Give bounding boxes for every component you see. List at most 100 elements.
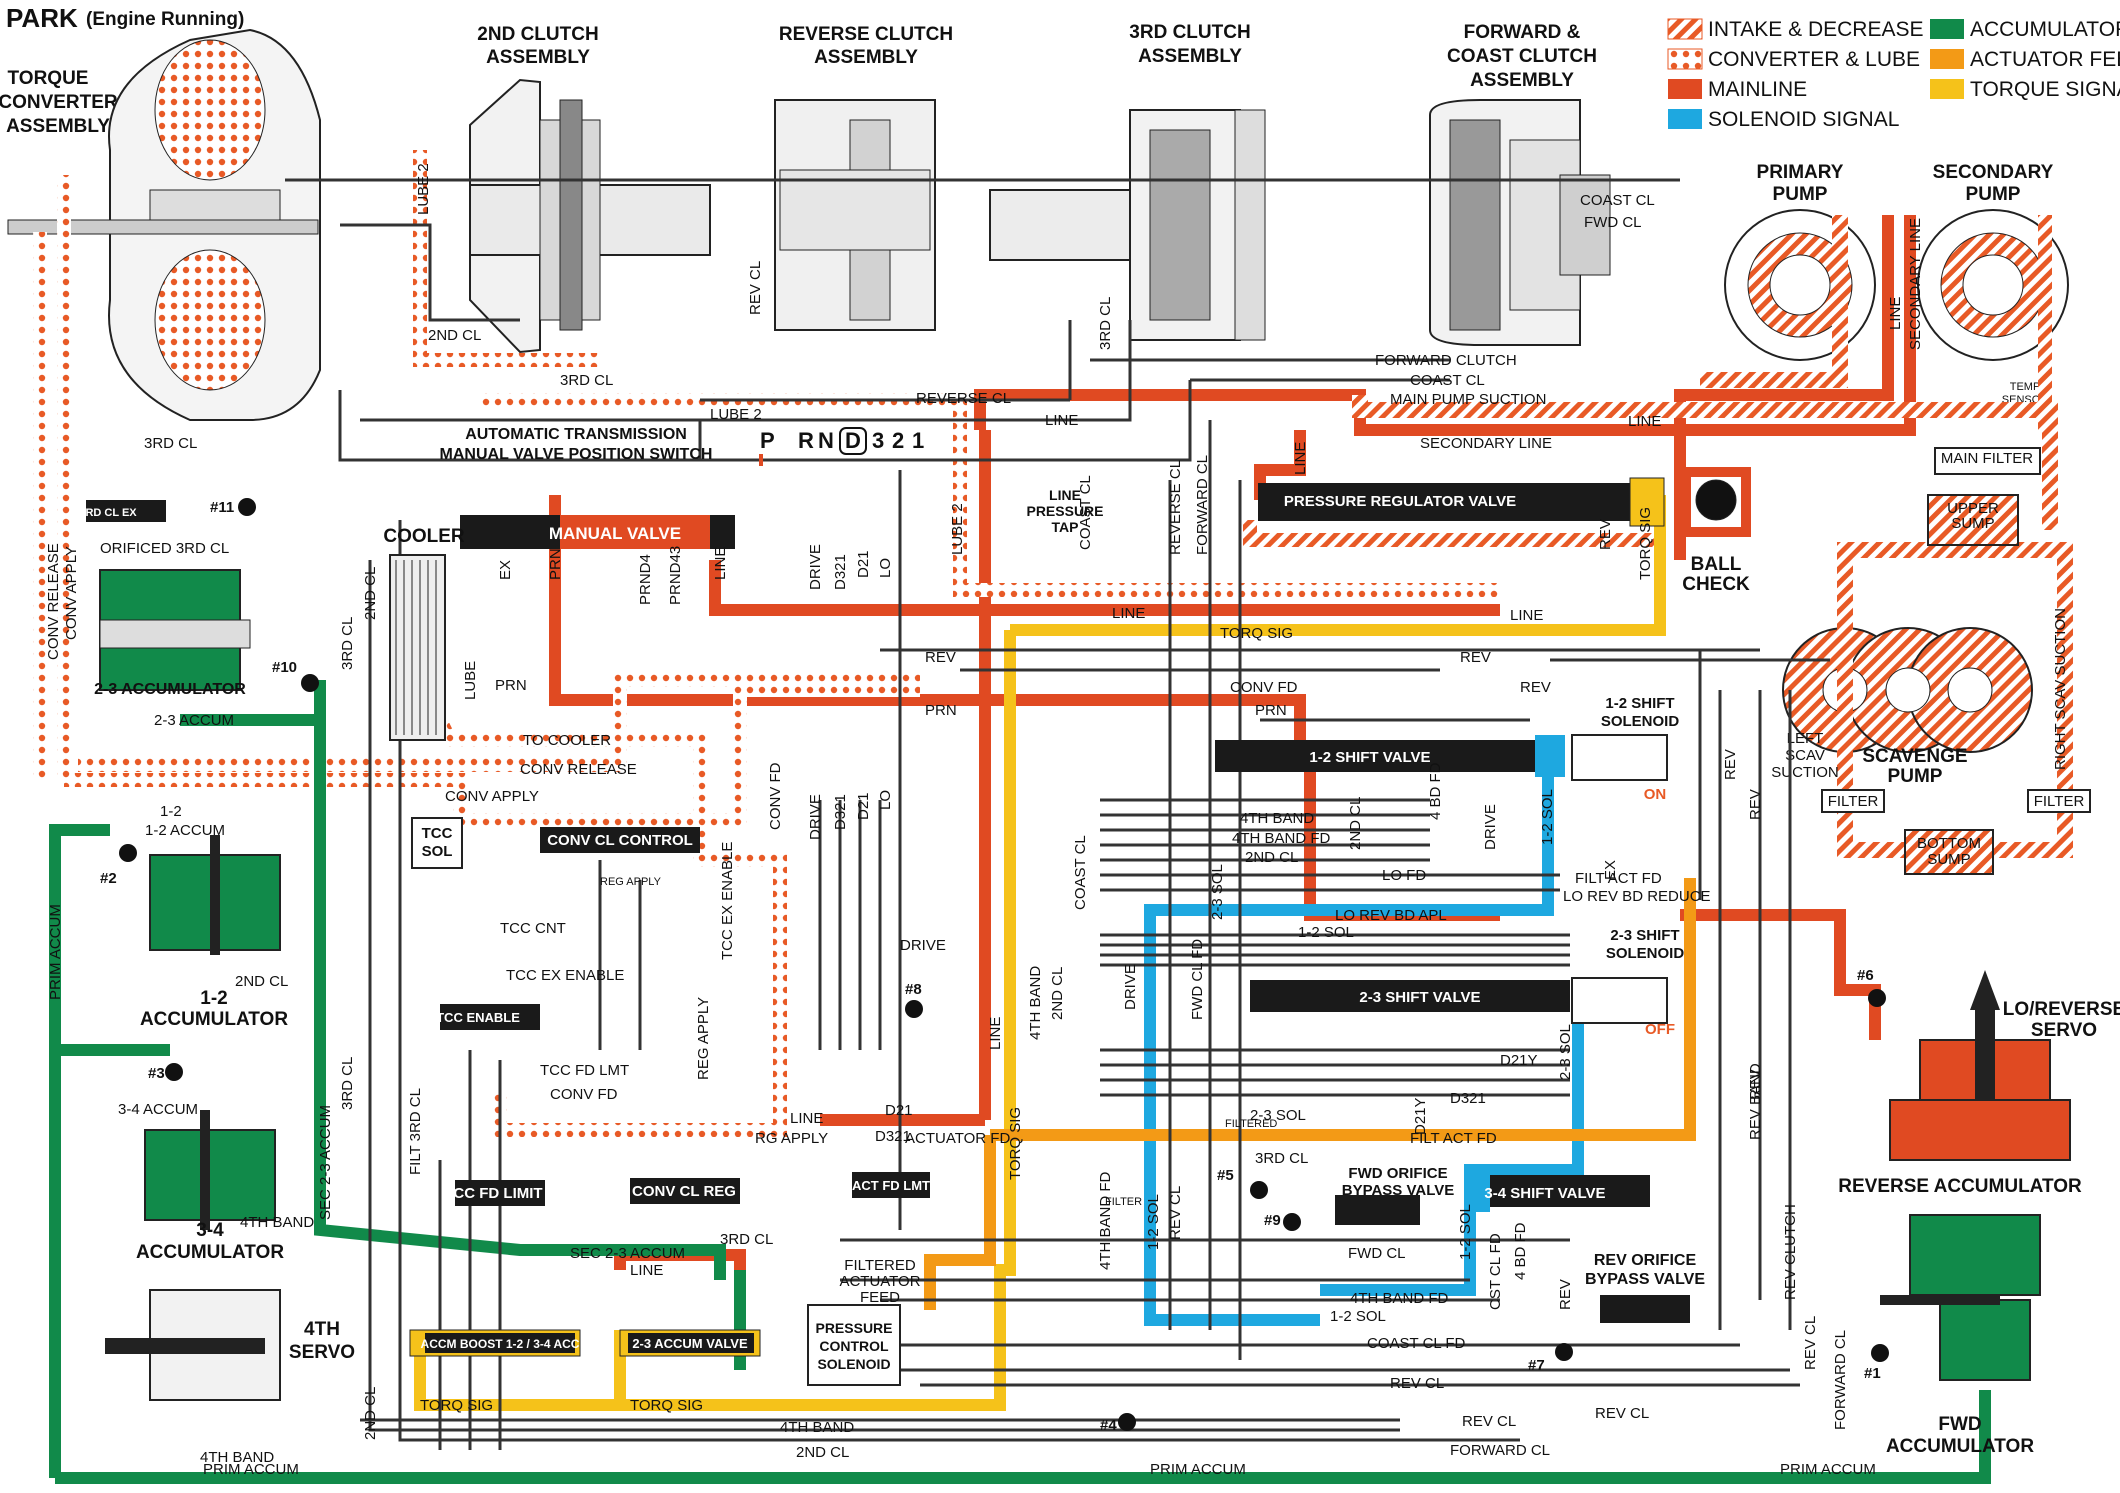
label-d21y-vert: D21Y — [1412, 1097, 1429, 1135]
shift23-label: 2-3 SHIFT VALVE — [1359, 989, 1480, 1006]
valves: MANUAL VALVE PRESSURE REGULATOR VALVE 1-… — [79, 477, 1665, 1357]
label-rev-cl-vert-2: REV CL — [1167, 1186, 1184, 1240]
label-torq-sig-vert: TORQ SIG — [1007, 1107, 1024, 1180]
pressure-regulator-label: PRESSURE REGULATOR VALVE — [1284, 493, 1516, 510]
pressure-regulator-body — [1258, 483, 1658, 521]
checkball-3-label: #3 — [148, 1065, 165, 1082]
legend: INTAKE & DECREASE CONVERTER & LUBE MAINL… — [1667, 18, 2120, 131]
label-filt-act-fd: FILT ACT FD — [1410, 1130, 1497, 1147]
sol12-label-1: 1-2 SHIFT — [1605, 695, 1674, 712]
gear-3: 3 — [872, 428, 884, 453]
filtered-act-label-1: FILTERED — [844, 1257, 916, 1274]
accm-boost-label: ACCM BOOST 1-2 / 3-4 ACC — [421, 1337, 580, 1351]
label-lo-vert: LO — [877, 558, 894, 578]
line-tap-label-3: TAP — [1052, 519, 1079, 535]
label-12-sol-bot: 1-2 SOL — [1330, 1308, 1386, 1325]
label-rev-3: REV — [1520, 679, 1551, 696]
label-filter-small: FILTER — [1105, 1196, 1142, 1208]
label-rev-cl-bot: REV CL — [1462, 1413, 1516, 1430]
cl3-ex-label: 3RD CL EX — [79, 507, 137, 519]
label-prn: PRN — [925, 702, 957, 719]
sol23-body — [1571, 977, 1668, 1024]
checkball-2 — [119, 844, 137, 862]
label-accum-34: 3-4 ACCUM — [118, 1101, 198, 1118]
label-sec23-h: SEC 2-3 ACCUM — [570, 1245, 685, 1262]
label-4th-band-fd-vert: 4TH BAND FD — [1097, 1171, 1114, 1270]
torque-converter-title-2: CONVERTER — [0, 92, 118, 113]
fwd-accumulator-label-2: ACCUMULATOR — [1886, 1436, 2034, 1457]
filtered-act-label-3: FEED — [860, 1289, 900, 1306]
label-actuator-fd: ACTUATOR FD — [905, 1130, 1010, 1147]
label-lo-rev-bd-reduce: LO REV BD REDUCE — [1563, 888, 1711, 905]
label-12-sol-mid: 1-2 SOL — [1298, 924, 1354, 941]
forward-clutch-title-2: COAST CLUTCH — [1447, 46, 1597, 67]
sol12-body — [1571, 734, 1668, 781]
label-forward-cl-vert: FORWARD CL — [1194, 455, 1211, 555]
tcc-enable-body — [440, 1004, 540, 1030]
label-forward-clutch: FORWARD CLUTCH — [1375, 352, 1517, 369]
label-drive-vert-2: DRIVE — [807, 794, 824, 840]
checkball-4-label: #4 — [1100, 1417, 1117, 1434]
label-4bd-fd-vert-2: 4 BD FD — [1512, 1222, 1529, 1280]
label-rev-cl-right: REV CL — [1595, 1405, 1649, 1422]
label-third-cl-left: 3RD CL — [144, 435, 197, 452]
gear-r: R — [798, 428, 814, 453]
act-fd-lmt-body — [852, 1172, 930, 1198]
label-line-pump: LINE — [1887, 297, 1904, 330]
third-clutch-title-2: ASSEMBLY — [1138, 46, 1242, 67]
checkball-7 — [1555, 1343, 1573, 1361]
label-4th-band-bot: 4TH BAND — [780, 1419, 854, 1436]
sol23-label-1: 2-3 SHIFT — [1610, 927, 1679, 944]
label-fwd-cl-fwd: FWD CL — [1584, 214, 1642, 231]
label-rev-vert-4: REV — [1747, 1069, 1764, 1100]
secondary-pump-title-2: PUMP — [1966, 184, 2021, 205]
checkball-5-label: #5 — [1217, 1167, 1234, 1184]
secondary-pump-title-1: SECONDARY — [1933, 162, 2054, 183]
lo-reverse-servo-label-1: LO/REVERSE — [2003, 999, 2120, 1020]
label-prn-left: PRN — [495, 677, 527, 694]
label-12-sol-vert: 1-2 SOL — [1145, 1194, 1162, 1250]
bottom-sump-label-2: SUMP — [1927, 851, 1970, 868]
label-drive-vert-3: DRIVE — [1122, 964, 1139, 1010]
label-d21-mid: D21 — [885, 1102, 913, 1119]
manual-switch-label-1: AUTOMATIC TRANSMISSION — [465, 426, 687, 443]
label-rev-vert: REV — [1557, 1279, 1574, 1310]
checkball-7-label: #7 — [1528, 1357, 1545, 1374]
label-filt-3rd-vert: FILT 3RD CL — [407, 1088, 424, 1175]
checkball-3 — [165, 1063, 183, 1081]
gear-selector: P R N D 3 2 1 — [759, 427, 924, 466]
label-conv-fd-2: CONV FD — [550, 1086, 618, 1103]
fwd-orifice-label-2: BYPASS VALVE — [1342, 1182, 1455, 1199]
reverse-accumulator-body — [1909, 1214, 2041, 1296]
filtered-act-label-2: ACTUATOR — [839, 1273, 920, 1290]
label-reg-apply-small: REG APPLY — [600, 876, 662, 888]
label-23-sol-mid: 2-3 SOL — [1250, 1107, 1306, 1124]
second-clutch-title-1: 2ND CLUTCH — [477, 24, 598, 45]
checkball-6 — [1868, 989, 1886, 1007]
gear-1: 1 — [912, 428, 924, 453]
label-fwd-cl-fd-vert: FWD CL FD — [1189, 939, 1206, 1020]
shift12-label: 1-2 SHIFT VALVE — [1309, 749, 1430, 766]
label-rev-vert-5: REV — [1597, 519, 1614, 550]
label-prim-accum-bot-3: PRIM ACCUM — [203, 1461, 299, 1478]
label-rev-1: REV — [925, 649, 956, 666]
rev-orifice-label-2: BYPASS VALVE — [1585, 1271, 1705, 1288]
legend-label-main: MAINLINE — [1708, 78, 1807, 101]
page-subtitle: (Engine Running) — [86, 9, 244, 30]
checkball-4 — [1118, 1413, 1136, 1431]
gear-p: P — [760, 428, 775, 453]
accumulators: 2-3 ACCUMULATOR 1-2 ACCUMULATOR 3-4 ACCU… — [94, 569, 2120, 1457]
label-coast-cl-fwd: COAST CL — [1580, 192, 1655, 209]
label-conv-release: CONV RELEASE — [520, 761, 637, 778]
reverse-clutch-title-1: REVERSE CLUTCH — [779, 24, 953, 45]
legend-label-act: ACTUATOR FEED — [1970, 48, 2120, 71]
label-4th-band-bot-2: 4TH BAND — [200, 1449, 274, 1466]
forward-clutch-assembly — [1429, 99, 1611, 346]
label-line-vert-2: LINE — [712, 547, 729, 580]
left-scav-label-3: SUCTION — [1771, 764, 1839, 781]
label-tcc-fd-lmt: TCC FD LMT — [540, 1062, 629, 1079]
legend-label-intake: INTAKE & DECREASE — [1708, 18, 1924, 41]
upper-sump-label-2: SUMP — [1951, 515, 1994, 532]
legend-label-sol: SOLENOID SIGNAL — [1708, 108, 1899, 131]
label-tcc-cnt: TCC CNT — [500, 920, 566, 937]
